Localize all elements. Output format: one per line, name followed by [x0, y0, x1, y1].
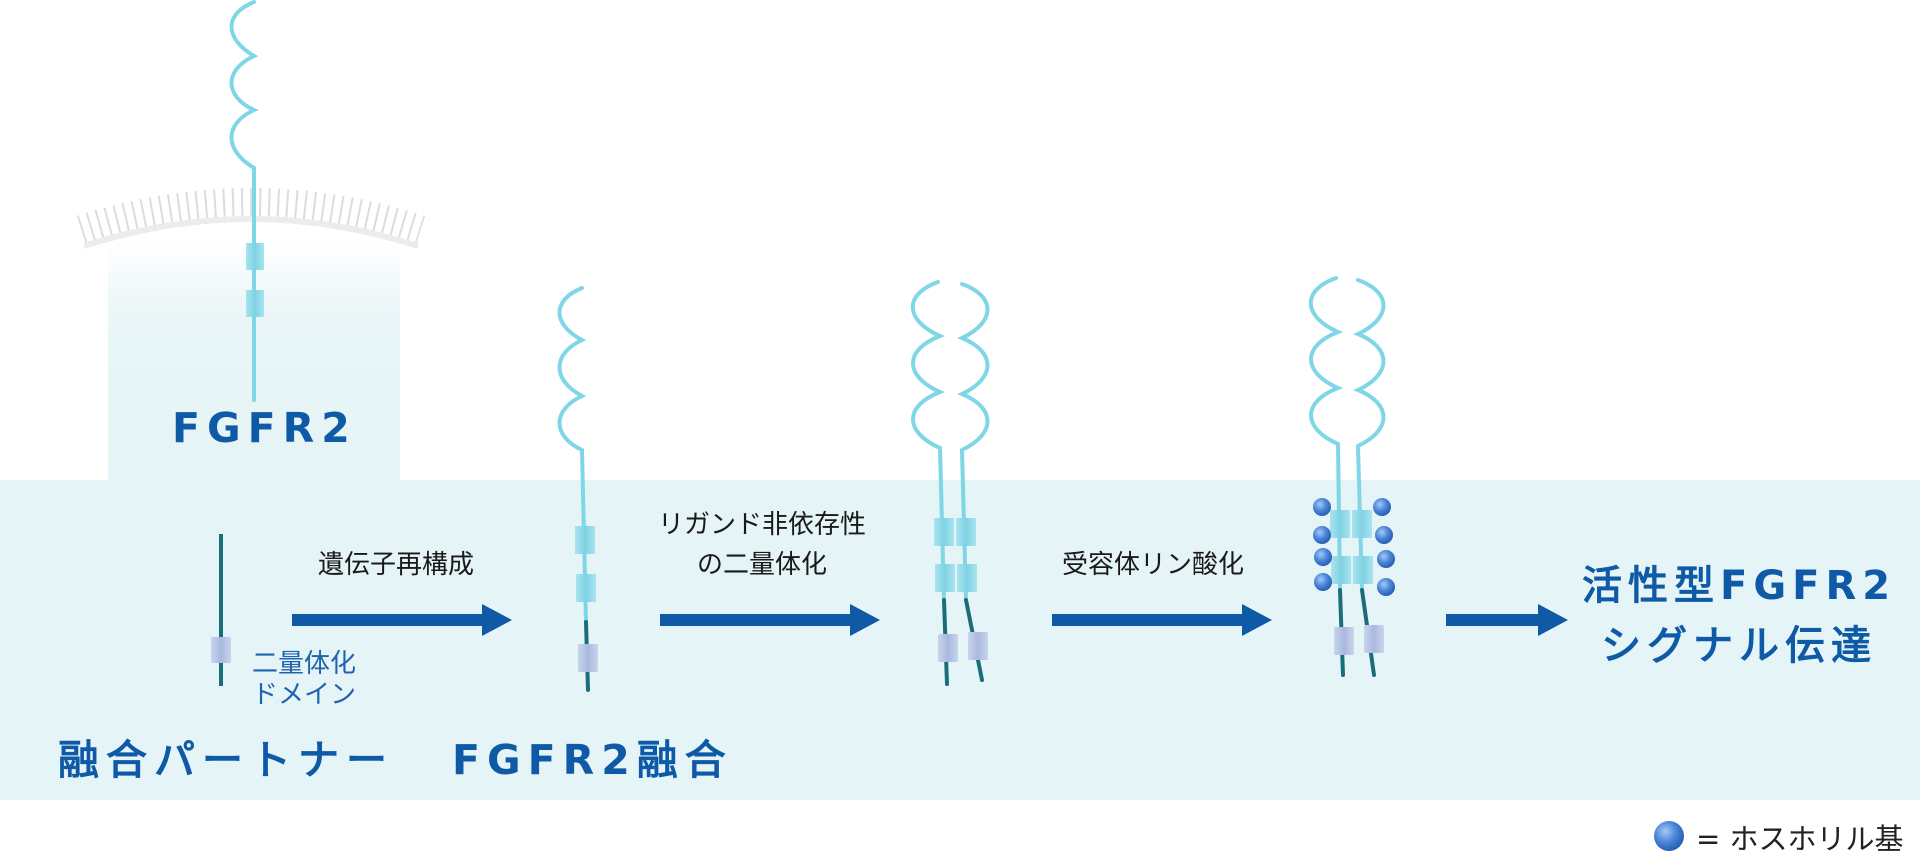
result-line-2: シグナル伝達 [1601, 623, 1878, 669]
fusion-partner [211, 534, 231, 686]
step2-line-1: リガンド非依存性 [658, 510, 867, 540]
phosphoryl-group-icon [1377, 550, 1395, 568]
arrow-icon [660, 604, 880, 636]
phosphoryl-group-icon [1314, 573, 1332, 591]
phosphorylated-dimer [1308, 276, 1395, 677]
phosphoryl-group-icon [1313, 526, 1331, 544]
arrow-icon [1052, 604, 1272, 636]
result-line-1: 活性型FGFR2 [1582, 563, 1897, 609]
legend-label: = ホスホリル基 [1696, 822, 1904, 856]
phosphoryl-group-icon [1373, 498, 1391, 516]
phosphoryl-group-icon [1377, 578, 1395, 596]
dimer-domain-line-2: ドメイン [252, 680, 357, 710]
fgfr2-receptor [229, 0, 264, 402]
fgfr2-fusion-label: FGFR2融合 [452, 736, 733, 784]
fgfr2-label: FGFR2 [172, 404, 357, 452]
dimer-domain-line-1: 二量体化 [252, 649, 357, 679]
step-ligand-independent-dimerization: リガンド非依存性 の二量体化 [658, 505, 866, 585]
step-gene-rearrangement: 遺伝子再構成 [318, 550, 475, 580]
step2-line-2: の二量体化 [697, 550, 828, 580]
phosphoryl-group-icon [1314, 548, 1332, 566]
phosphoryl-sphere-icon [1654, 821, 1684, 851]
process-arrows [292, 604, 1568, 636]
phosphoryl-group-icon [1313, 498, 1331, 516]
arrow-icon [292, 604, 512, 636]
fgfr2-fusion-dimer [910, 280, 990, 686]
phosphoryl-group-icon [1375, 526, 1393, 544]
active-fgfr2-signaling: 活性型FGFR2 シグナル伝達 [1582, 556, 1896, 676]
fusion-partner-label: 融合パートナー [58, 736, 394, 784]
fgfr2-fusion-monomer [557, 286, 598, 692]
step-receptor-phosphorylation: 受容体リン酸化 [1062, 550, 1245, 580]
arrow-icon [1446, 604, 1568, 636]
dimerization-domain-label: 二量体化 ドメイン [252, 649, 356, 711]
